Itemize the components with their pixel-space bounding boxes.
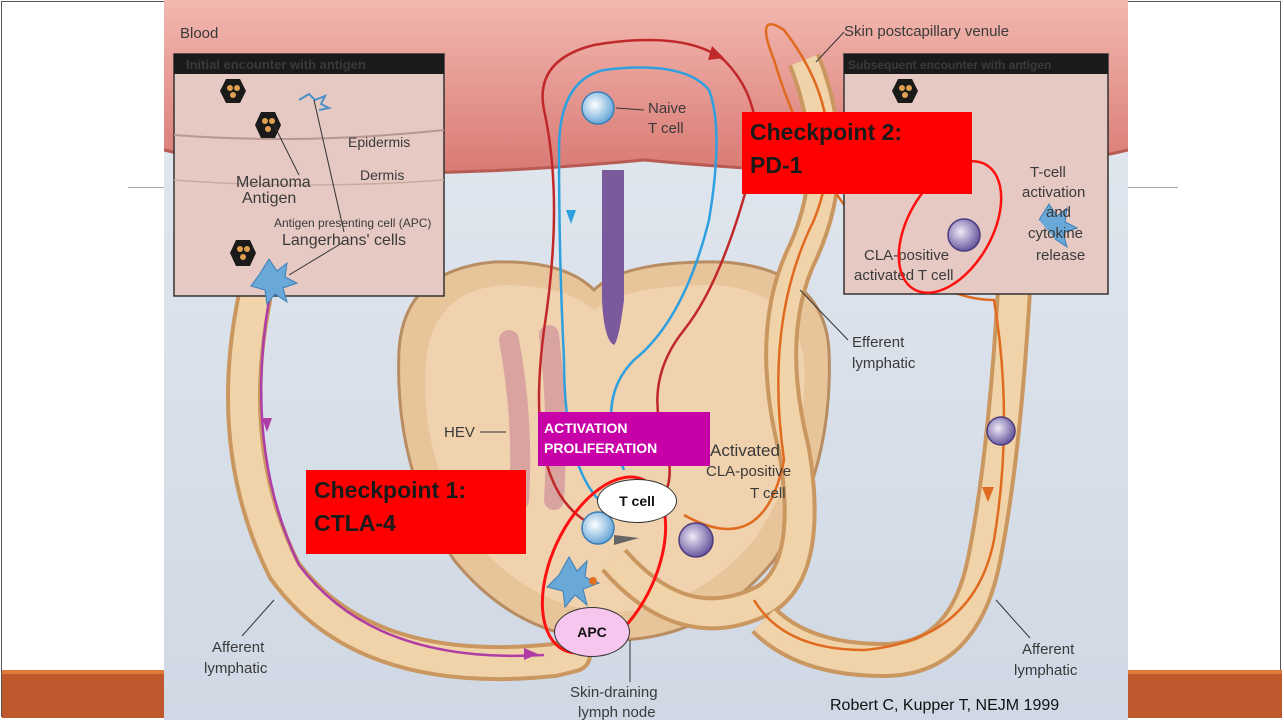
lymphatic-t-cell xyxy=(987,417,1015,445)
efferent-label-line2: lymphatic xyxy=(852,355,916,372)
activated-label-line2: CLA-positive xyxy=(706,463,791,480)
activation-box: ACTIVATION PROLIFERATION xyxy=(538,412,710,466)
dermis-label: Dermis xyxy=(360,167,404,183)
checkpoint2-name: PD-1 xyxy=(750,149,964,182)
node-label-line2: lymph node xyxy=(578,704,656,720)
naive-t-cell xyxy=(582,92,614,124)
naive-label-line2: T cell xyxy=(648,120,684,137)
activation-label: ACTIVATION xyxy=(544,418,704,438)
checkpoint1-title: Checkpoint 1: xyxy=(314,474,518,507)
naive-label-line1: Naive xyxy=(648,100,686,117)
tcell-activation-line1: T-cell xyxy=(1030,164,1066,181)
afferent-left-line2: lymphatic xyxy=(204,660,268,677)
apc-full-label: Antigen presenting cell (APC) xyxy=(274,216,431,230)
venule-label: Skin postcapillary venule xyxy=(844,23,1009,40)
tcell-oval-label: T cell xyxy=(619,493,655,509)
checkpoint2-box: Checkpoint 2: PD-1 xyxy=(742,112,972,194)
checkpoint2-title: Checkpoint 2: xyxy=(750,116,964,149)
langerhans-label: Langerhans' cells xyxy=(282,232,406,249)
hev-label: HEV xyxy=(444,424,475,441)
afferent-right-line1: Afferent xyxy=(1022,641,1075,658)
melanoma-label: Melanoma xyxy=(236,174,311,191)
proliferation-label: PROLIFERATION xyxy=(544,438,704,458)
apc-oval: APC xyxy=(554,607,630,657)
checkpoint1-name: CTLA-4 xyxy=(314,507,518,540)
immune-cycle-diagram: Initial encounter with antigen Epidermis… xyxy=(164,0,1128,720)
activated-label-line3: T cell xyxy=(750,485,786,502)
efferent-label-line1: Efferent xyxy=(852,334,905,351)
title-rule-right xyxy=(1120,187,1178,188)
blood-label: Blood xyxy=(180,25,218,42)
node-label-line1: Skin-draining xyxy=(570,684,658,701)
title-rule-left xyxy=(128,187,168,188)
activated-label-line1: Activated xyxy=(710,441,780,460)
tcell-activation-line4: cytokine xyxy=(1028,225,1083,242)
tcell-activation-line3: and xyxy=(1046,204,1071,221)
cla-positive-line2: activated T cell xyxy=(854,267,954,284)
tcell-activation-line5: release xyxy=(1036,247,1085,264)
apc-oval-label: APC xyxy=(577,624,607,640)
cla-positive-line1: CLA-positive xyxy=(864,247,949,264)
epidermis-label: Epidermis xyxy=(348,134,410,150)
checkpoint1-box: Checkpoint 1: CTLA-4 xyxy=(306,470,526,554)
afferent-right-line2: lymphatic xyxy=(1014,662,1078,679)
left-inset-title: Initial encounter with antigen xyxy=(186,57,366,72)
activated-t-cell xyxy=(679,523,713,557)
left-inset: Initial encounter with antigen Epidermis… xyxy=(174,54,444,304)
right-inset-title: Subsequent encounter with antigen xyxy=(848,58,1051,72)
tcell-oval: T cell xyxy=(597,479,677,523)
antigen-label: Antigen xyxy=(242,190,296,207)
citation: Robert C, Kupper T, NEJM 1999 xyxy=(830,697,1059,715)
tcell-activation-line2: activation xyxy=(1022,184,1085,201)
afferent-left-line1: Afferent xyxy=(212,639,265,656)
